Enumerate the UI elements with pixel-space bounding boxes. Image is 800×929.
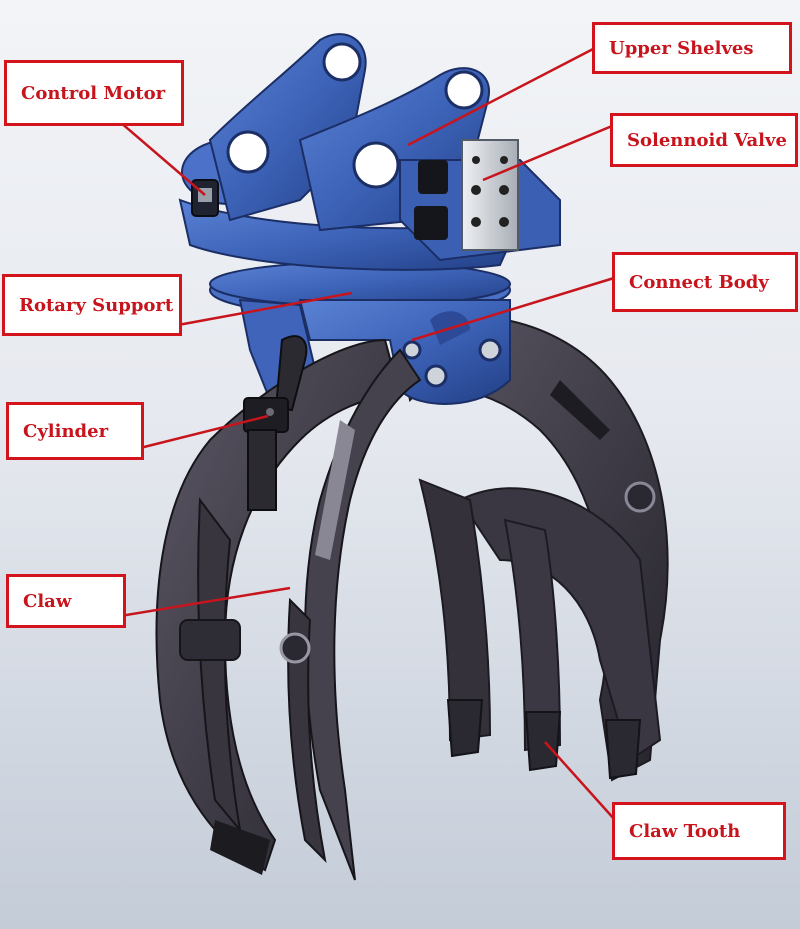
claw (155, 338, 422, 881)
leader-upper-shelves (407, 46, 596, 147)
solenoid-valve (399, 139, 561, 262)
label-cylinder: Cylinder (6, 402, 144, 460)
leader-claw-tooth (544, 741, 616, 821)
leader-control-motor (119, 121, 206, 196)
label-upper-shelves: Upper Shelves (592, 22, 792, 74)
label-control-motor: Control Motor (4, 60, 184, 126)
leader-rotary-support (177, 291, 353, 327)
cylinder (243, 335, 308, 511)
label-connect-body: Connect Body (612, 252, 798, 312)
leader-connect-body (411, 276, 615, 342)
label-rotary-support: Rotary Support (2, 274, 182, 336)
label-claw: Claw (6, 574, 126, 628)
label-claw-tooth: Claw Tooth (612, 802, 786, 860)
control-motor (191, 179, 219, 217)
leader-solenoid-valve (482, 124, 613, 182)
leader-cylinder (139, 414, 269, 450)
label-solenoid-valve: Solennoid Valve (610, 113, 798, 167)
claw-tooth-group (446, 699, 642, 780)
